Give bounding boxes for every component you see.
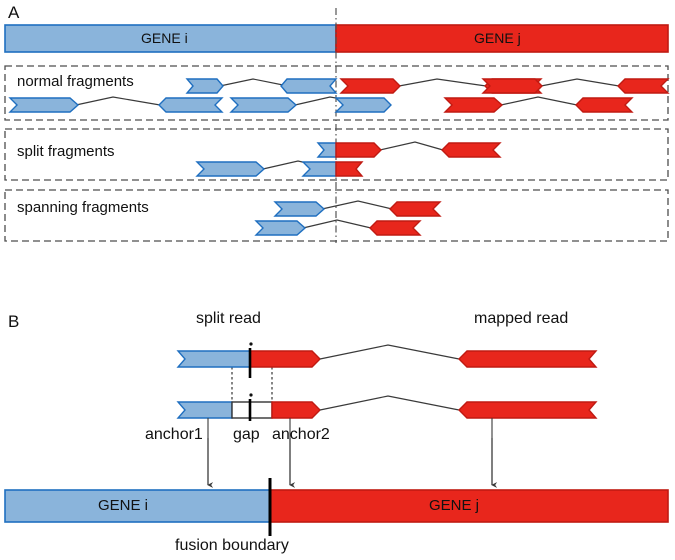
panelB-gene-bars bbox=[4, 478, 669, 536]
split-read-blue-part bbox=[301, 161, 337, 177]
read-blue-right bbox=[273, 201, 326, 217]
split-read-label: split read bbox=[196, 310, 261, 327]
panelB-split-read-row1 bbox=[176, 344, 598, 378]
fusion-boundary-label: fusion boundary bbox=[175, 537, 289, 554]
panelA-gene-bars bbox=[4, 24, 669, 53]
gap-label: gap bbox=[233, 426, 260, 443]
read-red-left bbox=[369, 220, 422, 236]
mate-connector bbox=[319, 344, 460, 360]
mate-connector bbox=[319, 395, 460, 411]
split-read-blue-part bbox=[176, 401, 233, 419]
mapped-read-red bbox=[458, 401, 598, 419]
split-read-blue-part bbox=[176, 350, 251, 368]
read-blue-right bbox=[254, 220, 307, 236]
read-blue-left bbox=[280, 78, 338, 94]
normal-fragments-box bbox=[4, 65, 669, 121]
anchor2-label: anchor2 bbox=[272, 426, 330, 443]
read-red-right bbox=[481, 78, 543, 94]
panel-b-letter: B bbox=[8, 312, 20, 331]
read-red-right bbox=[443, 97, 504, 113]
spanning-fragment-connectors bbox=[302, 200, 393, 229]
split-read-red-part bbox=[335, 142, 382, 158]
gap-box bbox=[231, 401, 273, 419]
split-read-blue-part bbox=[316, 142, 337, 158]
read-red-left bbox=[441, 142, 502, 158]
read-blue-left bbox=[334, 97, 392, 113]
boundary-dot bbox=[249, 393, 253, 397]
panelB-split-read-row2 bbox=[176, 395, 598, 421]
spanning-fragments-reads bbox=[254, 201, 442, 236]
panel-b-gene-i-label: GENE i bbox=[98, 497, 149, 514]
spanning-fragments-box bbox=[4, 189, 669, 242]
split-read-red-part bbox=[249, 350, 321, 368]
spanning-fragments-label: spanning fragments bbox=[17, 199, 149, 216]
panelB-label-leaders bbox=[207, 418, 493, 438]
normal-fragments-red-reads bbox=[339, 78, 670, 113]
read-blue-right bbox=[8, 97, 80, 113]
mapped-read-red bbox=[458, 350, 598, 368]
gene-j-bar bbox=[335, 24, 669, 53]
split-fragments-label: split fragments bbox=[17, 143, 115, 160]
normal-fragment-connectors bbox=[75, 78, 620, 106]
read-red-right bbox=[339, 78, 401, 94]
boundary-dot bbox=[249, 342, 253, 346]
read-red-left bbox=[575, 97, 634, 113]
read-red-left bbox=[389, 201, 442, 217]
read-blue-right bbox=[185, 78, 224, 94]
read-blue-right bbox=[229, 97, 298, 113]
anchor1-label: anchor1 bbox=[145, 426, 203, 443]
panel-b-gene-j-label: GENE j bbox=[429, 497, 480, 514]
panel-a-gene-i-label: GENE i bbox=[141, 30, 188, 46]
panel-a-letter: A bbox=[8, 3, 20, 22]
panelB-mapping-arrows bbox=[207, 438, 498, 488]
read-blue-left bbox=[158, 97, 224, 113]
split-read-red-part bbox=[271, 401, 321, 419]
normal-fragments-blue-reads bbox=[8, 78, 392, 113]
panel-a-gene-j-label: GENE j bbox=[474, 30, 521, 46]
split-read-red-part bbox=[335, 161, 364, 177]
split-fragments-box bbox=[4, 128, 669, 181]
normal-fragments-label: normal fragments bbox=[17, 73, 134, 90]
mapped-read-label: mapped read bbox=[474, 310, 569, 327]
gene-i-bar bbox=[4, 24, 337, 53]
read-blue-right bbox=[195, 161, 266, 177]
split-fragments-reads bbox=[195, 142, 502, 177]
read-red-left bbox=[617, 78, 670, 94]
